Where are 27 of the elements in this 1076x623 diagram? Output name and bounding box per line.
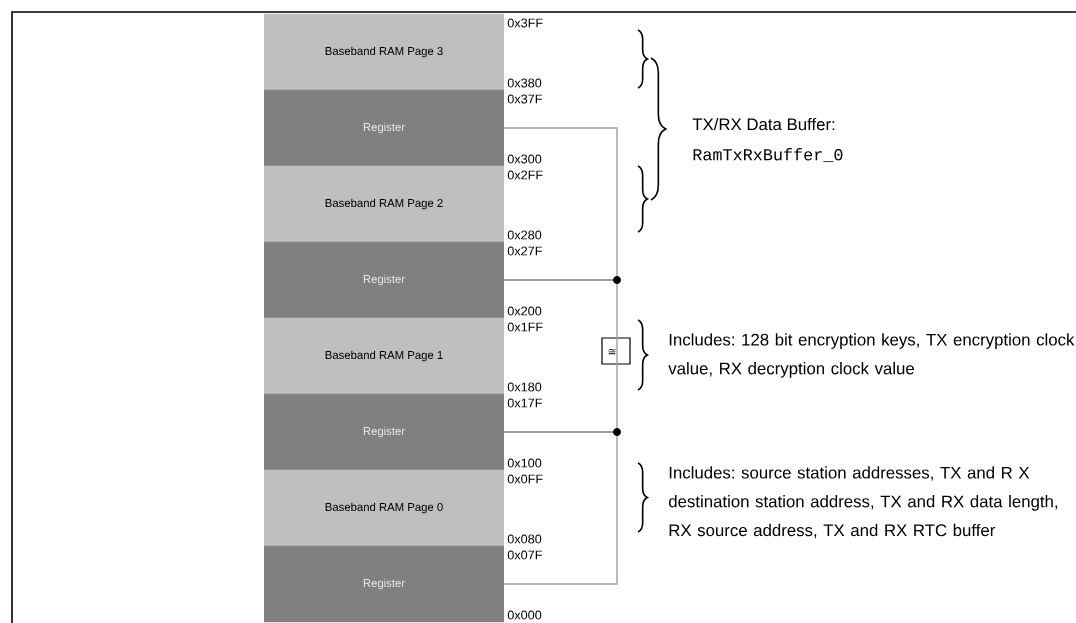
address-label: 0x300 [507, 154, 542, 164]
ram-page-block: Baseband RAM Page 2 [264, 165, 504, 243]
address-label: 0x100 [507, 458, 542, 468]
address-label: 0x180 [507, 382, 542, 392]
address-label: 0x380 [507, 78, 542, 88]
buffer-description: TX/RX Data Buffer: RamTxRxBuffer_0 [692, 117, 843, 163]
register-block: Register [264, 545, 504, 623]
address-label: 0x080 [507, 534, 542, 544]
ram-page-block: Baseband RAM Page 1 [264, 317, 504, 395]
address-label: 0x1FF [507, 322, 543, 332]
ram-page-block: Baseband RAM Page 0 [264, 469, 504, 547]
address-label: 0x280 [507, 230, 542, 240]
symbol-box: ≅ [601, 337, 631, 365]
register-block: Register [264, 241, 504, 319]
bus-line [503, 431, 618, 585]
address-label: 0x17F [507, 398, 542, 408]
ram-page-block: Baseband RAM Page 3 [264, 13, 504, 91]
address-label: 0x27F [507, 246, 542, 256]
register-block: Register [264, 89, 504, 167]
address-label: 0x0FF [507, 474, 543, 484]
address-label: 0x2FF [507, 170, 543, 180]
address-label: 0x200 [507, 306, 542, 316]
register-block: Register [264, 393, 504, 471]
address-label: 0x37F [507, 94, 542, 104]
description-text: Includes: 128 bit encryption keys, TX encryption clock value, RX decryption clock value [668, 333, 1075, 378]
description-text: Includes: source station addresses, TX and R X destination station address, TX and RX data length, RX source address, TX and RX RTC buffer [669, 466, 1058, 539]
address-label: 0x07F [507, 550, 542, 560]
